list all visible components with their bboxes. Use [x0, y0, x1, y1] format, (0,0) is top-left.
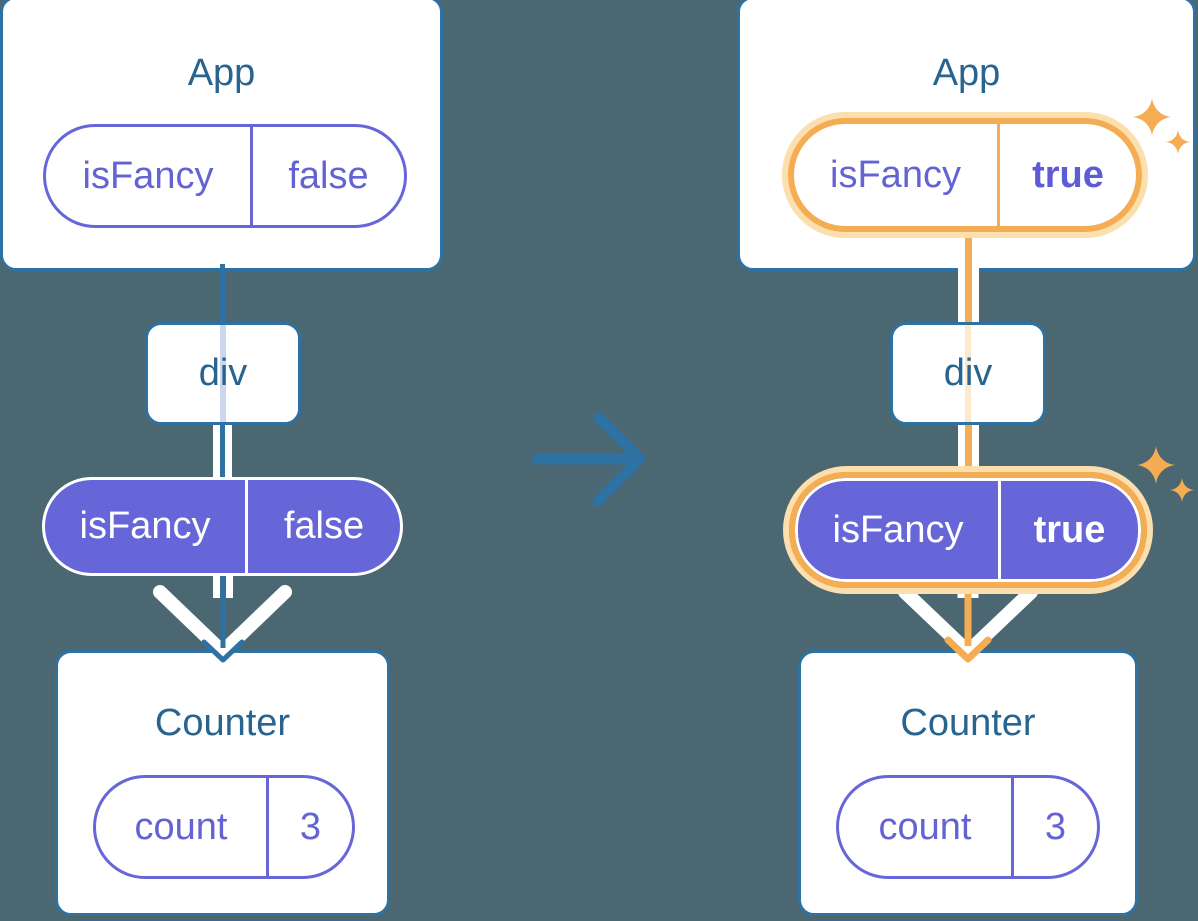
prop-passthrough-trace: [220, 325, 226, 422]
app-title: App: [187, 52, 256, 94]
app-prop-pill-before: isFancy false: [43, 124, 407, 228]
prop-value: false: [245, 480, 400, 573]
div-card-after: div: [890, 322, 1046, 425]
passed-prop-pill-before: isFancy false: [42, 477, 403, 576]
counter-card-after: Counter count 3: [798, 650, 1138, 916]
counter-title: Counter: [900, 702, 1036, 744]
div-title: div: [943, 352, 993, 394]
state-name: count: [878, 805, 972, 848]
prop-name: isFancy: [79, 505, 211, 547]
app-card-before: App isFancy false: [0, 0, 443, 271]
prop-pipe-div-to-pill-before: [213, 423, 232, 480]
prop-name: isFancy: [82, 154, 214, 197]
prop-flow-arrow-down-icon: [153, 576, 292, 663]
prop-name: isFancy: [830, 153, 961, 196]
app-title: App: [932, 52, 1001, 94]
sparkle-icon: [1133, 98, 1190, 154]
passed-prop-pill-after-highlighted: isFancy true: [783, 466, 1153, 594]
prop-passthrough-trace: [965, 325, 971, 422]
prop-value: true: [998, 481, 1138, 579]
counter-card-before: Counter count 3: [55, 650, 390, 916]
counter-title: Counter: [154, 702, 291, 744]
sparkle-icon: [1137, 446, 1194, 502]
prop-pipe-div-to-pill-after: [958, 423, 979, 480]
div-card-before: div: [145, 322, 301, 425]
counter-state-pill-after: count 3: [836, 775, 1100, 879]
prop-value: false: [250, 127, 404, 225]
state-name: count: [134, 805, 228, 848]
state-value: 3: [266, 778, 352, 876]
app-prop-pill-after-highlighted: isFancy true: [782, 112, 1148, 238]
transition-arrow-icon: [531, 412, 646, 507]
counter-state-pill-before: count 3: [93, 775, 355, 879]
prop-name: isFancy: [832, 508, 964, 551]
prop-pipe-app-to-div-after: [958, 236, 979, 324]
state-value: 3: [1011, 778, 1097, 876]
div-title: div: [198, 352, 248, 394]
prop-value: true: [997, 124, 1136, 226]
edge-app-to-div-before: [220, 264, 225, 326]
